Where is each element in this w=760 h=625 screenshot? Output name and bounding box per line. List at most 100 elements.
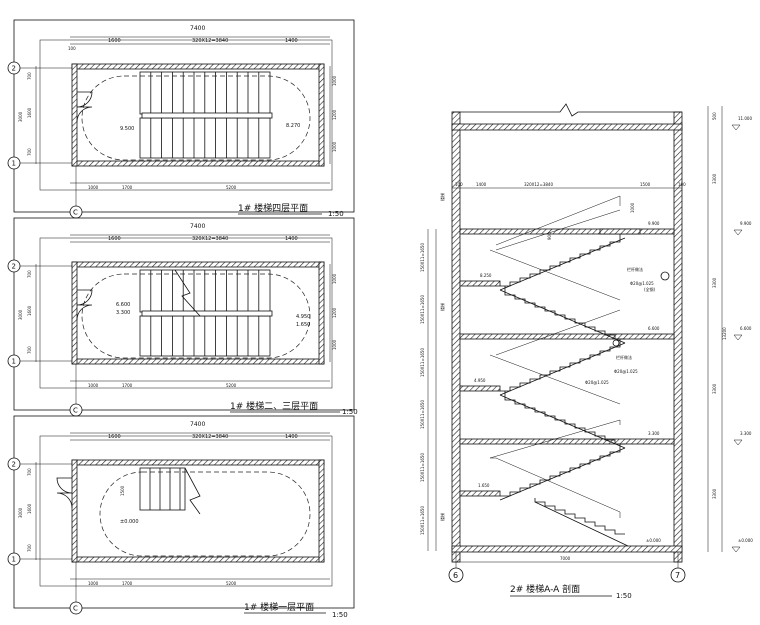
dim-total: 7400 [190, 223, 205, 230]
left-dim-1: 150X11=1650 [420, 243, 425, 272]
railing-label-6: Φ20@1.025 [585, 380, 609, 385]
dim-right-3: 1000 [332, 141, 337, 152]
mid-level-1: 8.250 [480, 273, 492, 278]
section-scale: 1:50 [616, 592, 632, 600]
plan-inner-frame [39, 39, 333, 191]
dashed-outline [81, 75, 311, 161]
top-dim-2: 1400 [476, 182, 487, 187]
axis-label-1: 1 [12, 160, 16, 168]
axis-label-c: C [73, 209, 78, 217]
left-small-1: 楼梯 [439, 193, 445, 201]
elevation-2: 8.270 [286, 123, 300, 129]
dim-bottom-3: 5200 [226, 185, 237, 190]
right-dim-5: 3300 [712, 488, 717, 499]
dim-left-1: 700 [27, 72, 32, 80]
axis-label-2: 2 [12, 461, 16, 469]
dim-left-total: 3000 [18, 111, 23, 122]
dashed-outline [81, 273, 311, 359]
dim-bottom-1: 1000 [88, 185, 99, 190]
plan-frame [13, 19, 355, 213]
axis-label-2: 2 [12, 263, 16, 271]
top-dim-3: 320X12=3840 [524, 182, 553, 187]
elevation-3: 4.950 [296, 314, 310, 320]
section-title: 2# 楼梯A-A 剖面 [510, 583, 580, 595]
floor-slab-1 [459, 438, 675, 445]
right-dim-4: 3300 [712, 383, 717, 394]
section-left-wall [451, 111, 461, 563]
plan-scale: 1:50 [328, 210, 344, 218]
plan-title: 1# 楼梯一层平面 [244, 601, 314, 613]
right-dim-3: 3300 [712, 277, 717, 288]
elevation-2: 3.300 [116, 310, 130, 316]
dim-bottom-2: 1700 [122, 581, 133, 586]
roof-slab [451, 123, 683, 131]
section-axis-label-6: 6 [453, 571, 458, 580]
dim-top-small: 100 [68, 46, 76, 51]
railing-label-5: Φ20@1.025 [614, 369, 638, 374]
inner-level-2: 6.600 [648, 326, 660, 331]
section-axis-bubble-7 [670, 567, 686, 583]
dim-right-2: 1200 [332, 307, 337, 318]
plan-first-floor: 7400 1600 320X12=3840 1400 1500 ±0.000 7… [7, 415, 355, 619]
mid-level-3: 1.650 [478, 483, 490, 488]
ground-slab [451, 545, 683, 553]
level-2: 9.900 [740, 221, 752, 226]
dim-left-3: 700 [27, 346, 32, 354]
dashed-outline [99, 471, 311, 557]
right-dim-2: 3300 [712, 173, 717, 184]
dim-bottom-1: 1000 [88, 383, 99, 388]
dim-top-1: 1600 [108, 38, 121, 44]
section-axis-bubble-6 [448, 567, 464, 583]
dim-bottom-2: 1700 [122, 383, 133, 388]
dim-total: 7400 [190, 25, 205, 32]
axis-bubble-c [69, 601, 83, 615]
dim-bottom-3: 5200 [226, 383, 237, 388]
plan-title: 1# 楼梯四层平面 [238, 202, 308, 214]
elevation-4: 1.650 [296, 322, 310, 328]
dim-bottom-1: 1000 [88, 581, 99, 586]
right-dim-total: 13200 [722, 327, 727, 340]
dim-top-3: 1400 [285, 236, 298, 242]
axis-label-1: 1 [12, 358, 16, 366]
plan-scale: 1:50 [332, 611, 348, 619]
plan-second-third-floor: 7400 1600 320X12=3840 1400 6.600 3.300 4… [7, 217, 358, 417]
dim-right-2: 1200 [332, 109, 337, 120]
dim-top-3: 1400 [285, 434, 298, 440]
section-a-a: 100 1400 320X12=3840 1500 100 1000 900 栏… [420, 103, 753, 600]
left-dim-3: 150X11=1650 [420, 348, 425, 377]
dim-left-2: 1600 [27, 305, 32, 316]
dim-left-3: 700 [27, 544, 32, 552]
annot-dim-1: 1000 [630, 202, 635, 213]
plan-frame [13, 415, 355, 609]
axis-bubble-2 [7, 457, 21, 471]
axis-label-c: C [73, 407, 78, 415]
axis-label-c: C [73, 605, 78, 613]
axis-bubble-1 [7, 552, 21, 566]
dim-bottom-2: 1700 [122, 185, 133, 190]
level-4: 3.300 [740, 431, 752, 436]
plan-frame [13, 217, 355, 411]
dim-top-1: 1600 [108, 236, 121, 242]
plan-inner-frame [39, 435, 333, 587]
stair-treads-middle [139, 269, 273, 357]
inner-level-3: 3.300 [648, 431, 660, 436]
railing-label-3: (全钢) [644, 286, 656, 292]
floor-slab-2 [459, 333, 675, 340]
left-small-2: 楼梯 [439, 303, 445, 311]
axis-label-1: 1 [12, 556, 16, 564]
section-axis-label-7: 7 [675, 571, 680, 580]
railing-label-2: Φ20@1.025 [630, 281, 654, 286]
dim-top-3: 1400 [285, 38, 298, 44]
level-5: ±0.000 [738, 538, 753, 543]
top-dim-4: 1500 [640, 182, 651, 187]
right-dim-1: 500 [712, 112, 717, 120]
stair-dim: 1500 [120, 485, 125, 496]
dim-left-2: 1600 [27, 503, 32, 514]
railing-label-1: 栏杆做法 [627, 266, 643, 272]
axis-bubble-2 [7, 259, 21, 273]
plan-fourth-floor: 7400 1600 320X12=3840 1400 100 9.500 8.2… [7, 19, 355, 219]
railing-label-4: 栏杆做法 [616, 354, 632, 360]
left-dim-6: 150X11=1650 [420, 506, 425, 535]
dim-top-2: 320X12=3840 [192, 434, 228, 440]
